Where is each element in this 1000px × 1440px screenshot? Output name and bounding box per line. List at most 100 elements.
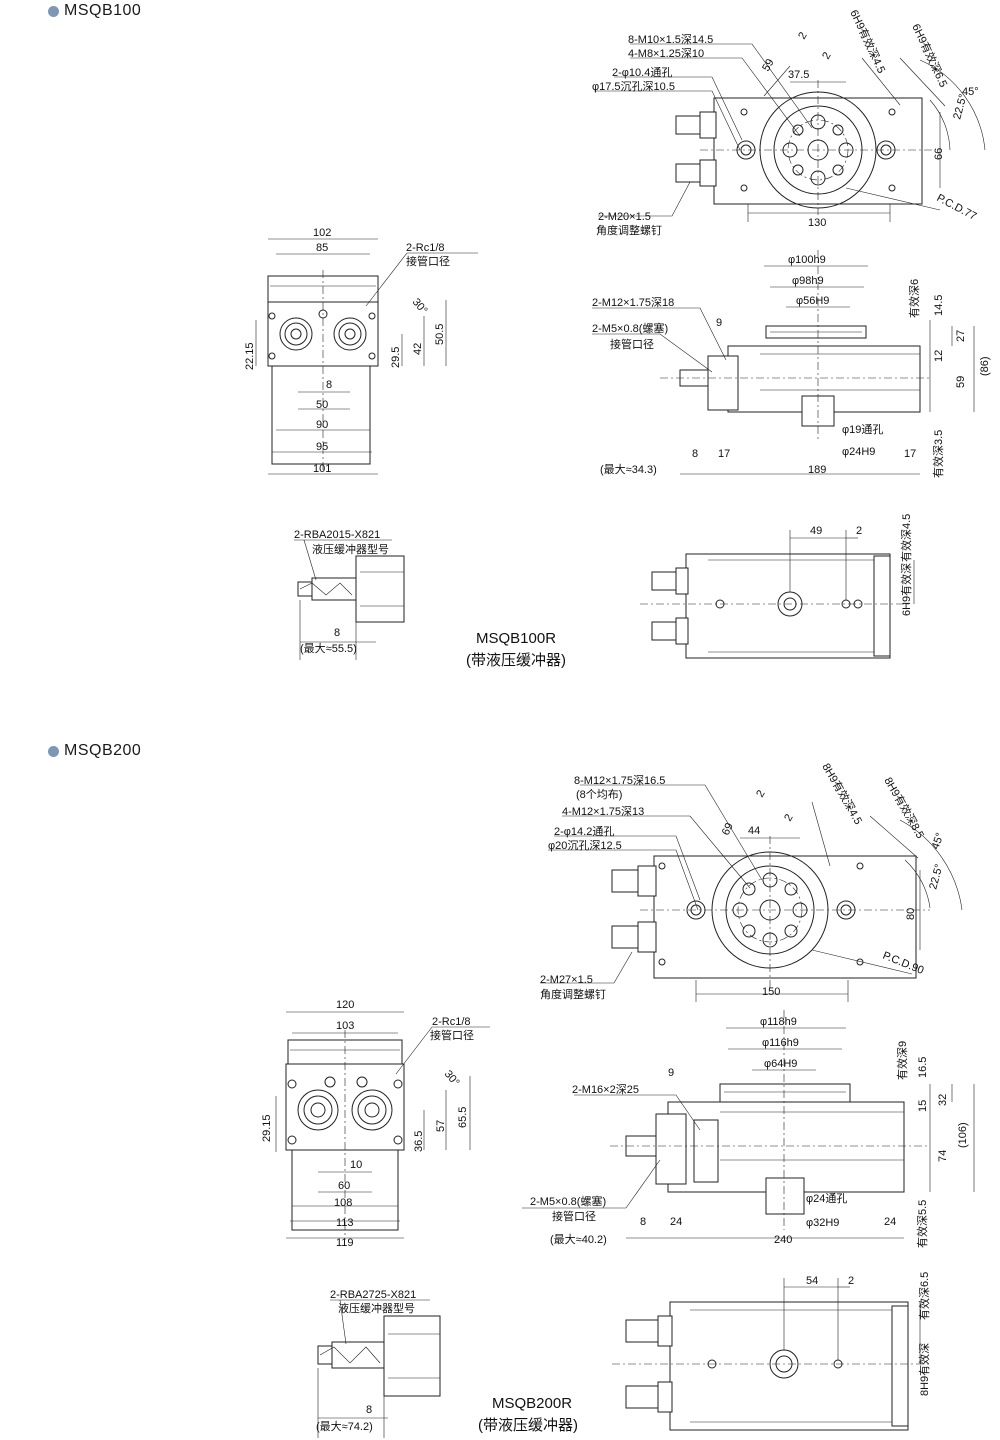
dim-top-7: 45° xyxy=(930,831,947,851)
dim-top-10: 150 xyxy=(762,986,780,998)
dim-side-9: 74 xyxy=(937,1150,949,1162)
callout-side-3: 接管口径 xyxy=(610,337,654,351)
dim-side-5: 有效深6 xyxy=(907,279,921,318)
dim-side-13: 24 xyxy=(670,1216,682,1228)
callout-side-5: φ24H9 xyxy=(842,446,875,458)
section-msqb100: MSQB100 xyxy=(48,2,991,669)
callout-side-2: 2-M5×0.8(螺塞) xyxy=(592,321,668,335)
dim-front-12: 101 xyxy=(313,463,331,475)
dim-side-7: 32 xyxy=(937,1094,949,1106)
dim-r-3: 有效深6.5 xyxy=(917,1272,931,1320)
dim-r-4: 8H9有效深 xyxy=(917,1343,931,1396)
dim-top-4: 2 xyxy=(782,812,795,823)
top-view-body xyxy=(653,855,917,979)
dim-damper-1: 8 xyxy=(334,627,340,639)
dim-front-2: 103 xyxy=(336,1020,354,1032)
section-header: MSQB100 xyxy=(48,2,141,20)
dim-front-10: 108 xyxy=(334,1197,352,1209)
r-view: 49 2 有效深4.5 6H9有效深 MSQB100R (带液压缓冲器) xyxy=(466,514,915,669)
dim-top-9: 80 xyxy=(905,908,917,920)
dim-r-4: 6H9有效深 xyxy=(899,563,913,616)
dim-side-15: (最大≈34.3) xyxy=(600,462,657,476)
dim-side-6: 14.5 xyxy=(933,295,945,316)
model-title: MSQB100 xyxy=(64,2,142,19)
callout-top-4: 2-φ14.2通孔 xyxy=(554,825,614,838)
r-model-subtitle: (带液压缓冲器) xyxy=(466,652,566,669)
dim-top-2: 37.5 xyxy=(788,69,809,81)
section-msqb200: MSQB200 xyxy=(0,740,1000,1440)
dim-front-12: 119 xyxy=(336,1237,354,1249)
dim-side-9: 59 xyxy=(955,376,967,388)
dim-front-7: 65.5 xyxy=(457,1107,469,1128)
drawing-msqb100: 8-M10×1.5深14.5 4-M8×1.25深10 2-φ10.4通孔 φ1… xyxy=(244,7,991,669)
dim-front-5: 29.5 xyxy=(390,347,402,368)
dim-r-1: 49 xyxy=(810,525,822,537)
callout-top-1: 8-M10×1.5深14.5 xyxy=(628,33,713,46)
section-header: MSQB200 xyxy=(48,742,141,760)
dim-top-8: 22.5° xyxy=(951,93,969,121)
dim-front-3: 30° xyxy=(410,296,430,316)
dim-side-14: 24 xyxy=(884,1216,896,1228)
bullet-dot-icon xyxy=(48,5,59,17)
dim-r-2: 2 xyxy=(856,525,862,537)
dim-top-4: 2 xyxy=(820,50,833,61)
dim-top-11: P.C.D.77 xyxy=(935,192,979,223)
dim-side-10: (106) xyxy=(957,1122,969,1148)
dim-front-2: 85 xyxy=(316,242,328,254)
dim-side-8: 15 xyxy=(917,1100,929,1112)
callout-side-1: 2-M16×2深25 xyxy=(572,1083,639,1096)
callout-top-1: 8-M12×1.75深16.5 xyxy=(574,774,665,787)
dim-top-1: 69 xyxy=(720,821,736,837)
callout-top-5: φ20沉孔深12.5 xyxy=(548,839,622,852)
dim-side-2: φ98h9 xyxy=(792,275,824,287)
dim-r-3: 有效深4.5 xyxy=(899,514,913,562)
callout-top-2: (8个均布) xyxy=(576,788,622,801)
callout-top-4: φ17.5沉孔深10.5 xyxy=(592,80,675,93)
dim-front-10: 90 xyxy=(316,419,328,431)
front-view: 120 103 2-Rc1/8 接管口径 30° 29.15 36.5 57 6… xyxy=(261,999,490,1249)
dim-side-15: (最大≈40.2) xyxy=(550,1232,607,1246)
dim-front-1: 102 xyxy=(313,227,331,239)
drawing-msqb200: 8-M12×1.75深16.5 (8个均布) 4-M12×1.75深13 2-φ… xyxy=(261,761,975,1438)
dim-side-4: 9 xyxy=(716,317,722,329)
dim-top-3: 2 xyxy=(796,30,809,41)
callout-side-1: 2-M12×1.75深18 xyxy=(592,296,674,309)
callout-front-1: 2-Rc1/8 xyxy=(432,1016,471,1028)
callout-damper-1: 2-RBA2725-X821 xyxy=(330,1289,416,1301)
callout-top-3: 2-φ10.4通孔 xyxy=(612,66,672,79)
callout-damper-2: 液压缓冲器型号 xyxy=(338,1301,415,1315)
dim-side-16: 189 xyxy=(808,464,826,476)
dim-side-11: 有效深5.5 xyxy=(915,1200,929,1248)
dim-side-4: 9 xyxy=(668,1067,674,1079)
callout-side-3: 接管口径 xyxy=(552,1209,596,1223)
dim-damper-2: (最大≈74.2) xyxy=(316,1419,373,1433)
dim-front-11: 95 xyxy=(316,441,328,453)
dim-front-6: 42 xyxy=(412,343,424,355)
callout-front-2: 接管口径 xyxy=(430,1028,474,1042)
damper-view: 2-RBA2015-X821 液压缓冲器型号 8 (最大≈55.5) xyxy=(294,529,405,660)
dim-top-6: 6H9有效深6.5 xyxy=(909,21,951,89)
dim-r-1: 54 xyxy=(806,1275,818,1287)
side-view: 2-M12×1.75深18 2-M5×0.8(螺塞) 接管口径 φ19通孔 φ2… xyxy=(592,250,991,478)
dim-side-11: 有效深3.5 xyxy=(931,430,945,478)
callout-front-2: 接管口径 xyxy=(406,254,450,268)
dim-front-6: 57 xyxy=(435,1120,447,1132)
dim-top-2: 44 xyxy=(748,825,760,837)
r-model-title: MSQB100R xyxy=(476,630,556,647)
callout-side-4: φ19通孔 xyxy=(842,423,883,436)
side-view: 2-M16×2深25 2-M5×0.8(螺塞) 接管口径 φ24通孔 φ32H9… xyxy=(522,1010,975,1248)
dim-top-6: 8H9有效深8.5 xyxy=(881,775,927,841)
dim-front-9: 50 xyxy=(316,399,328,411)
dim-front-1: 120 xyxy=(336,999,354,1011)
dim-top-9: 66 xyxy=(933,148,945,160)
dim-side-1: φ100h9 xyxy=(788,254,826,266)
dim-damper-2: (最大≈55.5) xyxy=(300,641,357,655)
dim-front-4: 29.15 xyxy=(261,1114,273,1142)
model-title: MSQB200 xyxy=(64,742,142,759)
dim-side-2: φ116h9 xyxy=(762,1037,799,1049)
bullet-dot-icon xyxy=(48,745,59,757)
dim-side-7: 27 xyxy=(955,330,967,342)
callout-top-2: 4-M8×1.25深10 xyxy=(628,47,704,60)
dim-front-9: 60 xyxy=(338,1180,350,1192)
front-view: 102 85 2-Rc1/8 接管口径 30° 22.15 29.5 42 50… xyxy=(244,227,478,475)
